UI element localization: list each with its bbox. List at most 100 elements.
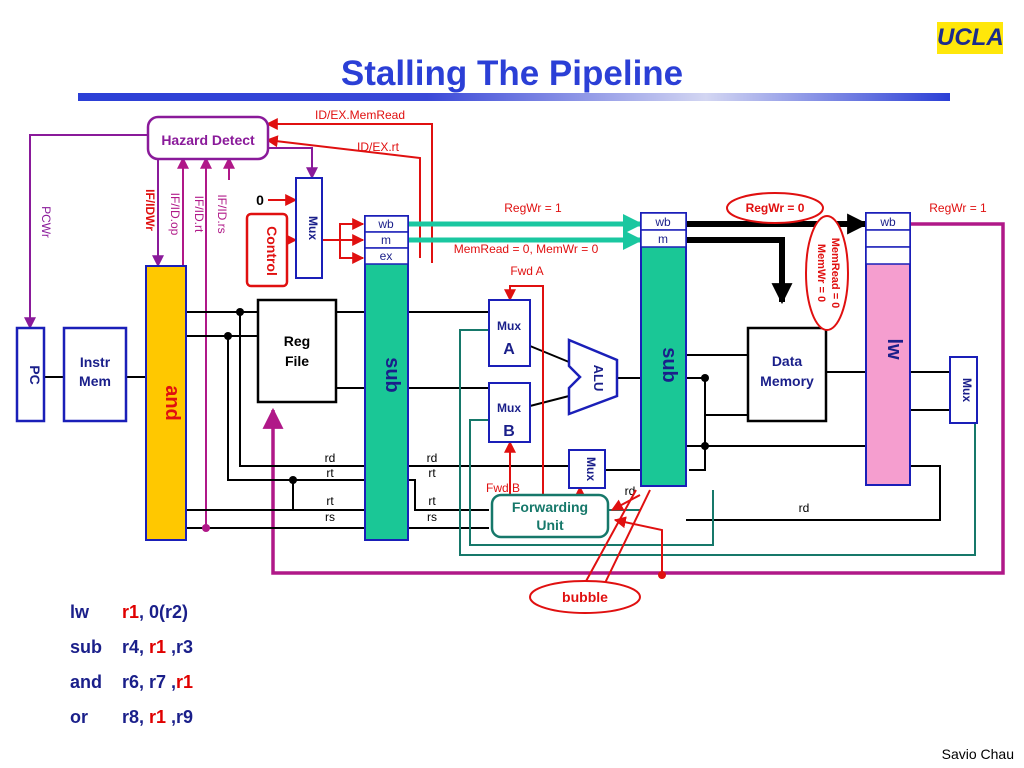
id-ex-wb-label: wb <box>377 217 394 231</box>
regwr1b-label: RegWr = 1 <box>929 201 987 215</box>
mux-a-label-2: A <box>503 341 515 358</box>
instruction-opcode: sub <box>70 637 103 657</box>
instruction-row: sub r4, r1 ,r3 <box>70 637 193 672</box>
writeback-mux: Mux <box>949 356 978 424</box>
rd-label-4: rd <box>799 501 810 515</box>
instruction-opcode: and <box>70 672 103 692</box>
junction-dots <box>224 308 709 484</box>
memread-memwr-label: MemRead = 0, MemWr = 0 <box>454 242 599 256</box>
instr-mem-label-2: Mem <box>79 373 111 389</box>
hazard-register: r1 <box>149 707 167 727</box>
hazard-control-wires <box>24 134 318 330</box>
hazard-register: r1 <box>122 602 140 622</box>
control-mux-label: Mux <box>306 216 320 240</box>
instruction-operand: r8, <box>122 707 150 727</box>
fwd-b-label: Fwd B <box>486 481 520 495</box>
mux-b-label-2: B <box>503 423 515 440</box>
dest-reg-mux: Mux <box>568 449 606 489</box>
ex-mem-m-label: m <box>658 232 668 246</box>
id-ex-m-label: m <box>381 233 391 247</box>
and-stage-label: and <box>161 385 183 421</box>
ucla-logo: UCLA <box>937 22 1004 54</box>
bubble-label: bubble <box>562 589 608 605</box>
instruction-operand: ,r3 <box>166 637 194 657</box>
if-idwr-label: IF/IDWr <box>143 189 157 231</box>
register-file: Reg File <box>256 298 338 404</box>
writeback-loop-wire <box>262 222 1005 575</box>
instr-mem-label-1: Instr <box>80 354 111 370</box>
reg-file-label-1: Reg <box>284 333 310 349</box>
instruction-row: or r8, r1 ,r9 <box>70 707 193 742</box>
junction-dot-fwd <box>658 571 666 579</box>
hazard-annotations: ID/EX.MemRead ID/EX.rt PCWr IF/IDWr IF/I… <box>39 108 405 238</box>
fwd-control-wires <box>504 285 663 575</box>
hazard-detect-label: Hazard Detect <box>161 132 255 148</box>
if-id-rt-label: IF/ID.rt <box>192 196 206 233</box>
mem-wb-wb-label: wb <box>879 215 896 229</box>
reg-file-label-2: File <box>285 353 309 369</box>
sub-stage2-label: sub <box>658 347 680 383</box>
id-ex-rt-label: ID/EX.rt <box>357 140 400 154</box>
pcwr-label: PCWr <box>39 206 53 238</box>
hazard-register: r1 <box>176 672 194 692</box>
lw-stage-label: lw <box>883 338 905 360</box>
instruction-opcode: lw <box>70 602 90 622</box>
rt-label-1: rt <box>326 466 334 480</box>
zero-input-label: 0 <box>256 192 264 208</box>
alu: ALU <box>567 338 619 416</box>
if-id-op-label: IF/ID.op <box>168 193 182 236</box>
instruction-operand: r6, r7 , <box>122 672 177 692</box>
id-ex-register: wb m ex sub <box>364 215 409 541</box>
pipeline-control-wires <box>408 214 643 250</box>
forwarding-label-2: Unit <box>536 517 564 533</box>
rd-label-1: rd <box>325 451 336 465</box>
author-credit: Savio Chau <box>941 746 1014 762</box>
pc-register: PC <box>15 326 46 423</box>
if-id-register: and <box>145 265 187 541</box>
hazard-register: r1 <box>149 637 167 657</box>
instruction-operand: r4, <box>122 637 150 657</box>
dest-mux-label: Mux <box>584 457 598 481</box>
id-ex-ex-label: ex <box>380 249 393 263</box>
rt-label-4: rt <box>428 494 436 508</box>
junction-dot-rs <box>202 524 210 532</box>
control-output-wires <box>268 194 365 264</box>
title-underline <box>78 93 950 101</box>
rt-label-2: rt <box>326 494 334 508</box>
bubble-callout: bubble <box>529 489 651 614</box>
data-memory-label-2: Memory <box>760 373 814 389</box>
memwr0-label: MemWr = 0 <box>815 244 827 302</box>
if-id-rs-label: IF/ID.rs <box>215 194 229 233</box>
instruction-opcode: or <box>70 707 88 727</box>
wb-mux-label: Mux <box>960 378 974 402</box>
id-ex-memread-label: ID/EX.MemRead <box>315 108 405 122</box>
slide-title: Stalling The Pipeline <box>340 54 684 93</box>
mux-a-label-1: Mux <box>497 319 521 333</box>
regwr1-label: RegWr = 1 <box>504 201 562 215</box>
alu-label: ALU <box>591 365 606 392</box>
mux-a: Mux A <box>488 299 531 367</box>
instruction-row: and r6, r7 ,r1 <box>70 672 193 707</box>
rs-label-1: rs <box>325 510 335 524</box>
instruction-memory: Instr Mem <box>62 326 128 423</box>
data-memory: Data Memory <box>746 326 828 423</box>
pc-label: PC <box>27 365 43 384</box>
rd-label-2: rd <box>427 451 438 465</box>
register-field-labels: rd rt rt rs rd rt rt rs rd rd <box>325 451 810 524</box>
instruction-operand: ,r9 <box>166 707 194 727</box>
control-label: Control <box>264 226 280 276</box>
ex-mem-register: wb m sub <box>640 212 687 487</box>
forwarding-unit: Forwarding Unit <box>490 493 610 539</box>
mem-wb-register: wb lw <box>865 212 911 486</box>
ex-mem-wb-label: wb <box>654 215 671 229</box>
data-memory-label-1: Data <box>772 353 803 369</box>
memread0-label: MemRead = 0 <box>829 238 841 309</box>
regwr0-label: RegWr = 0 <box>746 201 805 215</box>
control-mux: Mux <box>295 177 323 279</box>
rt-label-3: rt <box>428 466 436 480</box>
forwarding-label-1: Forwarding <box>512 499 588 515</box>
mux-b-label-1: Mux <box>497 401 521 415</box>
sub-stage-label: sub <box>381 357 403 393</box>
